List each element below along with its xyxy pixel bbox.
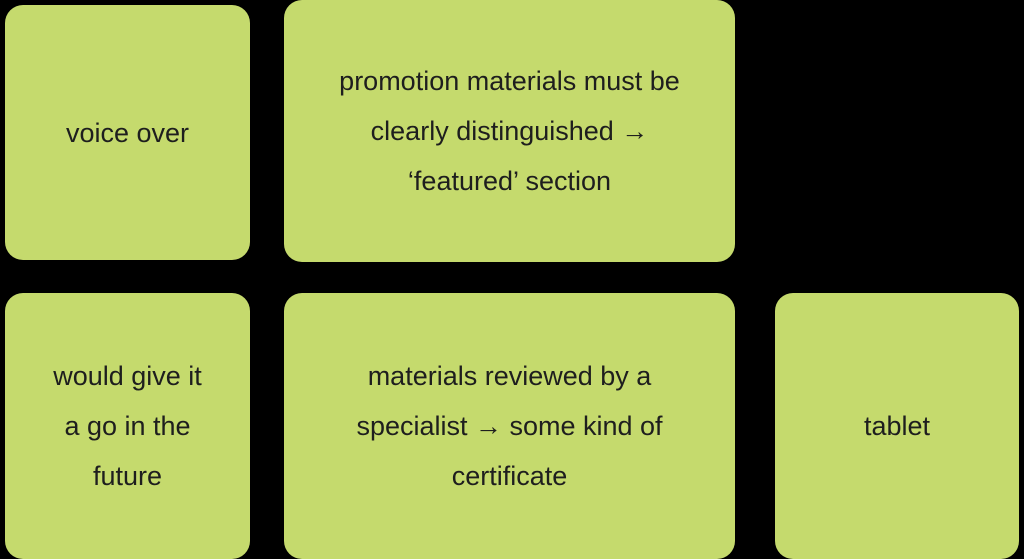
sticky-note[interactable]: materials reviewed by a specialist → som… <box>284 293 735 559</box>
sticky-note[interactable]: tablet <box>775 293 1019 559</box>
sticky-note[interactable]: voice over <box>5 5 250 260</box>
sticky-note[interactable]: would give it a go in the future <box>5 293 250 559</box>
sticky-note[interactable]: promotion materials must be clearly dist… <box>284 0 735 262</box>
sticky-note-text: promotion materials must be clearly dist… <box>339 66 680 196</box>
sticky-note-text: tablet <box>863 411 931 441</box>
sticky-note-text: voice over <box>65 117 190 148</box>
sticky-note-text: materials reviewed by a specialist → som… <box>356 361 663 491</box>
sticky-note-text: would give it a go in the future <box>53 361 202 491</box>
